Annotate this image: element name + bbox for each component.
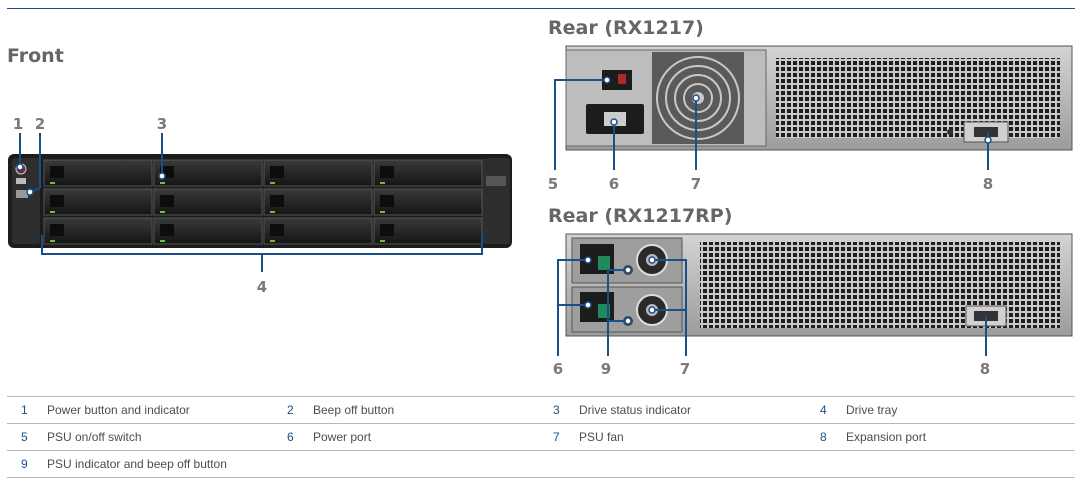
tray-latch (380, 166, 394, 178)
rear1-vent-grille (776, 58, 1060, 138)
leader-lines (19, 79, 989, 356)
hardware-diagram: 1 2 3 4 5 6 7 8 6 9 7 8 (8, 45, 1073, 378)
top-rule (7, 8, 1075, 9)
legend-number: 5 (21, 430, 28, 444)
tray-latch (50, 195, 64, 207)
legend-number: 6 (287, 430, 294, 444)
tray-latch (160, 224, 174, 236)
callout-4: 4 (257, 278, 267, 296)
drive-status-indicator-icon (50, 240, 55, 242)
tray-latch (270, 195, 284, 207)
legend-number: 8 (820, 430, 827, 444)
callout-8-rp: 8 (980, 360, 990, 378)
legend-row: 5 PSU on/off switch 6 Power port 7 PSU f… (7, 424, 1075, 451)
legend-label: PSU fan (579, 430, 624, 444)
legend-number: 7 (553, 430, 560, 444)
legend-label: Beep off button (313, 403, 395, 417)
leader-dots (16, 76, 992, 325)
legend-label: Power button and indicator (47, 403, 190, 417)
rear-rx1217-heading: Rear (RX1217) (548, 17, 704, 39)
drive-status-indicator-icon (160, 240, 165, 242)
rear-rx1217-unit (565, 45, 1073, 151)
rear-rx1217rp-unit (565, 233, 1073, 337)
legend-label: PSU indicator and beep off button (47, 457, 227, 471)
rear-rx1217rp-heading: Rear (RX1217RP) (548, 205, 733, 227)
drive-status-indicator-icon (380, 211, 385, 213)
drive-status-indicator-icon (50, 182, 55, 184)
drive-status-indicator-icon (380, 182, 385, 184)
legend-number: 9 (21, 457, 28, 471)
tray-latch (270, 224, 284, 236)
callout-7: 7 (691, 175, 701, 193)
legend-label: Drive status indicator (579, 403, 692, 417)
callout-6: 6 (609, 175, 619, 193)
legend-row: 1 Power button and indicator 2 Beep off … (7, 396, 1075, 424)
drive-status-indicator-icon (380, 240, 385, 242)
right-ear (482, 158, 510, 244)
tray-latch (380, 195, 394, 207)
drive-status-indicator-icon (270, 211, 275, 213)
legend-label: Expansion port (846, 430, 927, 444)
drive-status-indicator-icon (270, 240, 275, 242)
tray-latch (50, 166, 64, 178)
callout-1: 1 (13, 115, 23, 133)
drive-status-indicator-icon (50, 211, 55, 213)
drive-status-indicator-icon (160, 182, 165, 184)
tray-latch (270, 166, 284, 178)
front-unit (8, 154, 512, 248)
tray-latch (160, 195, 174, 207)
drive-status-indicator-icon (270, 182, 275, 184)
callout-7-rp: 7 (680, 360, 690, 378)
legend-row: 9 PSU indicator and beep off button (7, 451, 1075, 478)
callout-9-rp: 9 (601, 360, 611, 378)
drive-status-indicator-icon (160, 211, 165, 213)
legend-table: 1 Power button and indicator 2 Beep off … (7, 396, 1075, 478)
model-badge (486, 176, 506, 186)
callout-8: 8 (983, 175, 993, 193)
callout-5: 5 (548, 175, 558, 193)
tray-latch (380, 224, 394, 236)
callout-6-rp: 6 (553, 360, 563, 378)
callout-3: 3 (157, 115, 167, 133)
front-heading: Front (7, 45, 64, 67)
legend-number: 4 (820, 403, 827, 417)
tray-latch (50, 224, 64, 236)
status-indicator-icon (16, 178, 26, 184)
legend-label: PSU on/off switch (47, 430, 142, 444)
legend-label: Power port (313, 430, 372, 444)
legend-number: 1 (21, 403, 28, 417)
beep-off-button-icon (16, 190, 28, 198)
legend-number: 2 (287, 403, 294, 417)
drive-bays (43, 159, 483, 245)
legend-number: 3 (553, 403, 560, 417)
callout-2: 2 (35, 115, 45, 133)
legend-label: Drive tray (846, 403, 898, 417)
